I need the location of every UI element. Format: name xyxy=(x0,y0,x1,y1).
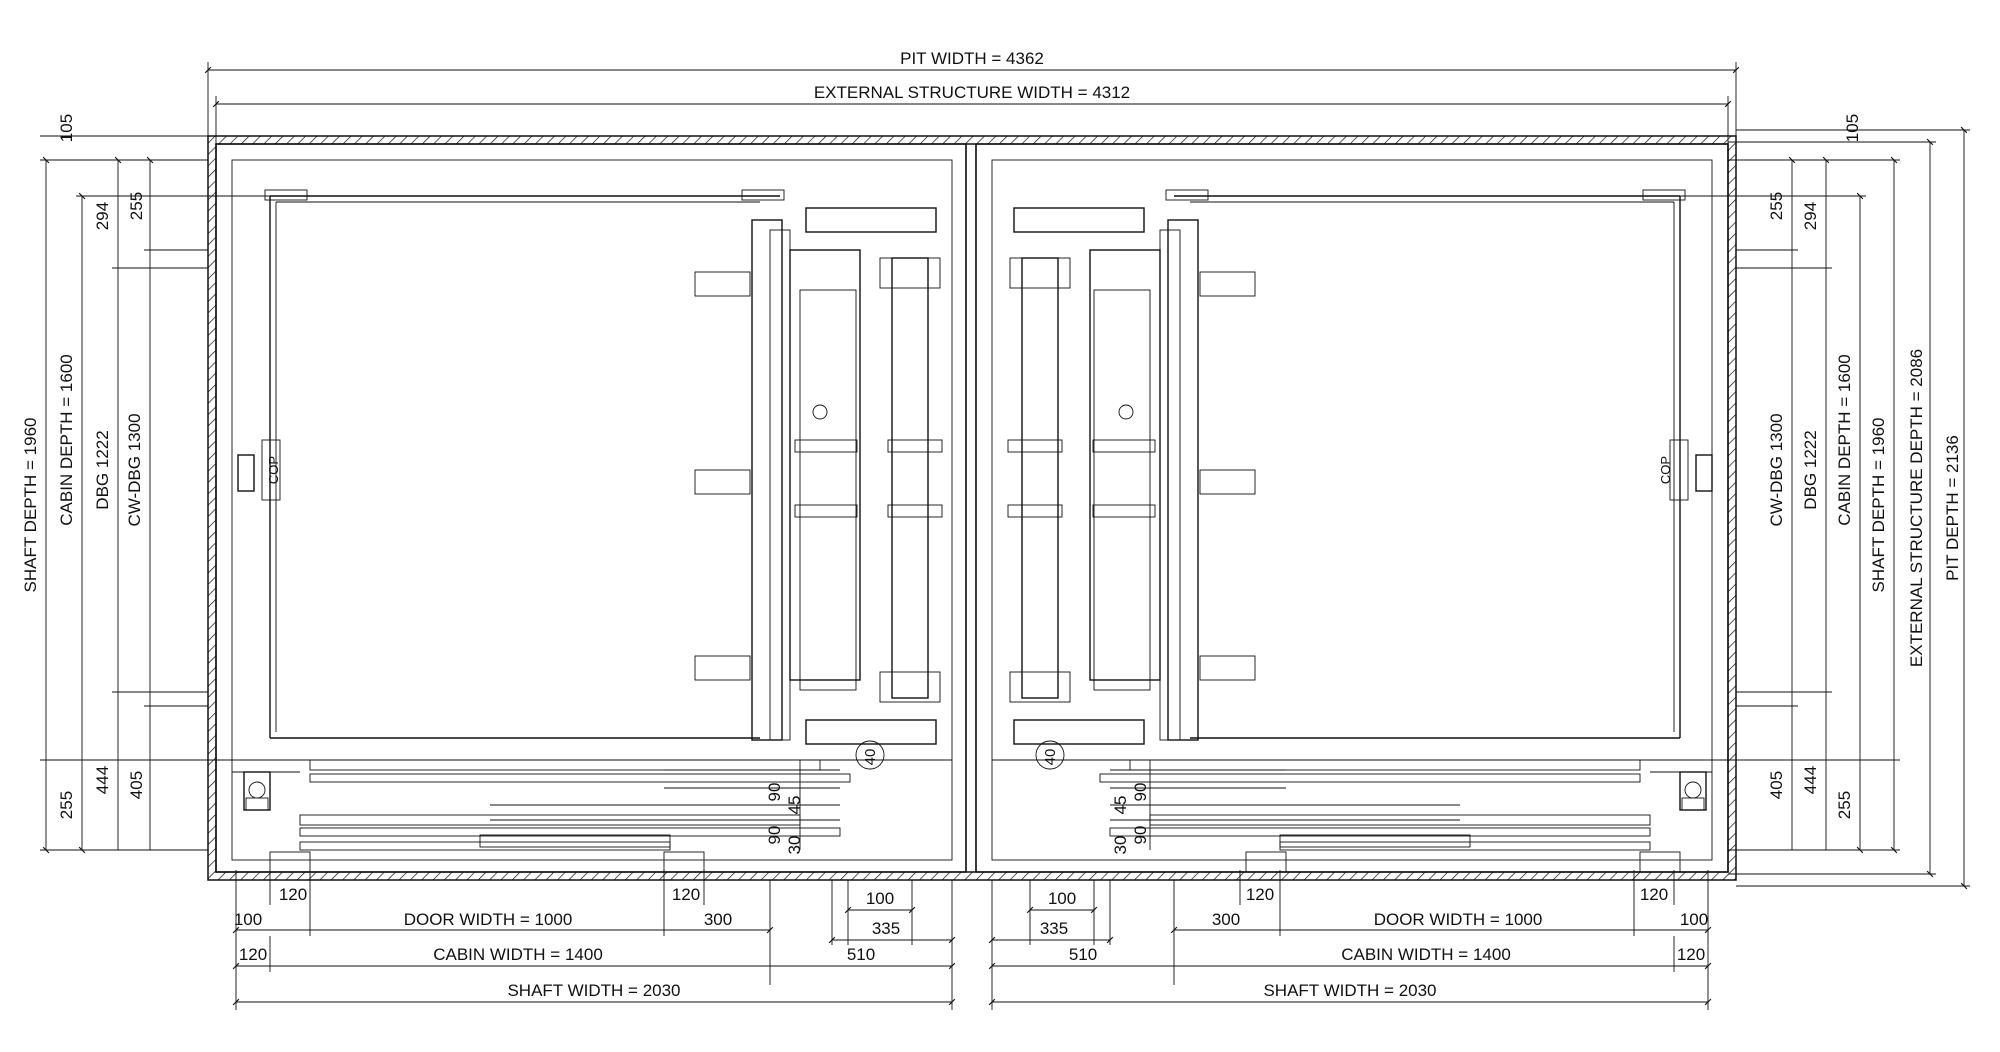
left-dimensions: SHAFT DEPTH = 1960 CABIN DEPTH = 1600 DB… xyxy=(21,114,281,854)
bl-510: 510 xyxy=(847,945,875,964)
top-dimensions: PIT WIDTH = 4362 EXTERNAL STRUCTURE WIDT… xyxy=(204,49,1740,144)
right-294: 294 xyxy=(1801,202,1820,230)
inner-left-45: 45 xyxy=(785,796,804,815)
left-105: 105 xyxy=(57,114,76,142)
bottom-left-dimensions: 120 120 100 DOOR WIDTH = 1000 300 100 33… xyxy=(232,870,956,1010)
inner-left-dimensions: 90 45 90 30 xyxy=(765,760,804,854)
right-shaft: 40 xyxy=(975,143,1729,873)
bl-120-side: 120 xyxy=(239,945,267,964)
bl-335: 335 xyxy=(872,919,900,938)
inner-right-dimensions: 45 90 30 90 xyxy=(1111,760,1151,855)
right-405: 405 xyxy=(1767,771,1786,799)
br-cabin-width: CABIN WIDTH = 1400 xyxy=(1341,945,1511,964)
right-105: 105 xyxy=(1843,114,1862,142)
left-shaft: 40 xyxy=(215,143,967,873)
left-294: 294 xyxy=(93,202,112,230)
bl-120-a: 120 xyxy=(279,885,307,904)
right-dbg: DBG 1222 xyxy=(1801,430,1820,509)
left-444: 444 xyxy=(93,766,112,794)
tag-circle-right xyxy=(1035,740,1065,770)
inner-right-tag: 40 xyxy=(1042,749,1059,766)
right-pit-depth: PIT DEPTH = 2136 xyxy=(1943,435,1962,581)
right-255-top: 255 xyxy=(1767,192,1786,220)
counterweight-frame-left xyxy=(694,207,943,745)
right-external-structure-depth: EXTERNAL STRUCTURE DEPTH = 2086 xyxy=(1907,349,1926,667)
bl-100: 100 xyxy=(234,910,262,929)
br-shaft-width: SHAFT WIDTH = 2030 xyxy=(1263,981,1436,1000)
inner-right-90b: 90 xyxy=(1131,826,1150,845)
right-shaft-depth: SHAFT DEPTH = 1960 xyxy=(1869,418,1888,593)
bl-100-mid: 100 xyxy=(866,889,894,908)
left-cabin-depth: CABIN DEPTH = 1600 xyxy=(57,354,76,526)
bl-300: 300 xyxy=(704,910,732,929)
br-door-width: DOOR WIDTH = 1000 xyxy=(1374,910,1543,929)
counterweight-frame-right xyxy=(1007,207,1256,745)
left-cw-dbg: CW-DBG 1300 xyxy=(125,413,144,526)
pit-width-label: PIT WIDTH = 4362 xyxy=(900,49,1044,68)
br-335: 335 xyxy=(1040,919,1068,938)
br-100: 100 xyxy=(1680,910,1708,929)
bl-shaft-width: SHAFT WIDTH = 2030 xyxy=(507,981,680,1000)
right-cw-dbg: CW-DBG 1300 xyxy=(1767,413,1786,526)
right-255-bottom: 255 xyxy=(1835,791,1854,819)
right-444: 444 xyxy=(1801,766,1820,794)
inner-left-90a: 90 xyxy=(765,783,784,802)
left-255-bottom: 255 xyxy=(57,791,76,819)
inner-right-45: 45 xyxy=(1111,796,1130,815)
right-cop-label: COP xyxy=(1658,456,1673,484)
inner-right-90a: 90 xyxy=(1131,783,1150,802)
inner-right-30: 30 xyxy=(1111,836,1130,855)
br-120-b: 120 xyxy=(1640,885,1668,904)
left-cop-label: COP xyxy=(266,456,281,484)
bl-cabin-width: CABIN WIDTH = 1400 xyxy=(433,945,603,964)
br-120-a: 120 xyxy=(1246,885,1274,904)
left-255-top: 255 xyxy=(127,192,146,220)
bottom-right-dimensions: 100 335 120 120 300 DOOR WIDTH = 1000 10… xyxy=(988,870,1712,1010)
inner-left-30: 30 xyxy=(785,836,804,855)
right-cabin-depth: CABIN DEPTH = 1600 xyxy=(1835,354,1854,526)
inner-left-tag: 40 xyxy=(862,749,879,766)
br-120-side: 120 xyxy=(1677,945,1705,964)
inner-left-90b: 90 xyxy=(765,826,784,845)
door-drive-left xyxy=(243,771,271,811)
left-dbg: DBG 1222 xyxy=(93,430,112,509)
left-405: 405 xyxy=(127,771,146,799)
bl-door-width: DOOR WIDTH = 1000 xyxy=(404,910,573,929)
br-510: 510 xyxy=(1069,945,1097,964)
external-structure-wall xyxy=(207,135,1737,881)
right-dimensions: PIT DEPTH = 2136 EXTERNAL STRUCTURE DEPT… xyxy=(1658,114,1970,890)
bl-120-b: 120 xyxy=(672,885,700,904)
br-100-mid: 100 xyxy=(1048,889,1076,908)
external-structure-width-label: EXTERNAL STRUCTURE WIDTH = 4312 xyxy=(814,83,1130,102)
br-300: 300 xyxy=(1212,910,1240,929)
tag-circle-left xyxy=(855,740,885,770)
door-drive-right xyxy=(1679,771,1707,811)
left-shaft-depth: SHAFT DEPTH = 1960 xyxy=(21,418,40,593)
